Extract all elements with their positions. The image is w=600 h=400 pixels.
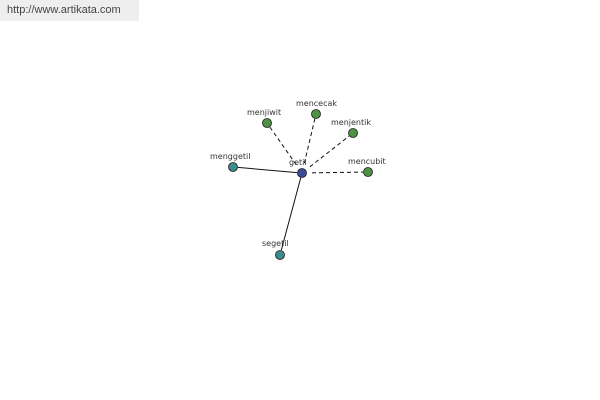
node-circle-menggetil[interactable] — [228, 162, 238, 172]
node-circle-menjentik[interactable] — [348, 128, 358, 138]
node-circle-mencecak[interactable] — [311, 109, 321, 119]
edge-getil-menjiwit — [269, 126, 297, 166]
graph-nodes: menjiwit mencecak menjentik menggetil mencub… — [210, 99, 386, 260]
node-circle-menjiwit[interactable] — [262, 118, 272, 128]
related-node-menggetil[interactable]: menggetil — [210, 152, 250, 172]
related-node-segetil[interactable]: segetil — [262, 239, 289, 260]
center-node-getil[interactable]: getil — [289, 158, 307, 178]
node-label-getil: getil — [289, 158, 307, 167]
related-node-menjentik[interactable]: menjentik — [331, 118, 371, 138]
node-label-segetil: segetil — [262, 239, 289, 248]
related-node-menjiwit[interactable]: menjiwit — [247, 108, 281, 128]
edge-getil-segetil — [280, 177, 302, 251]
site-url-link[interactable]: http://www.artikata.com — [0, 0, 139, 21]
node-circle-getil[interactable] — [297, 168, 307, 178]
edge-getil-mencecak — [303, 118, 316, 164]
node-label-mencecak: mencecak — [296, 99, 337, 108]
node-label-menggetil: menggetil — [210, 152, 250, 161]
node-circle-segetil[interactable] — [275, 250, 285, 260]
edge-getil-menjentik — [309, 135, 350, 168]
node-label-menjentik: menjentik — [331, 118, 371, 127]
node-circle-mencubit[interactable] — [363, 167, 373, 177]
edge-getil-menggetil — [237, 166, 298, 174]
node-label-menjiwit: menjiwit — [247, 108, 281, 117]
graph-edges — [237, 118, 364, 251]
node-label-mencubit: mencubit — [348, 157, 386, 166]
related-node-mencubit[interactable]: mencubit — [348, 157, 386, 177]
edge-getil-mencubit — [311, 171, 364, 174]
related-node-mencecak[interactable]: mencecak — [296, 99, 337, 119]
